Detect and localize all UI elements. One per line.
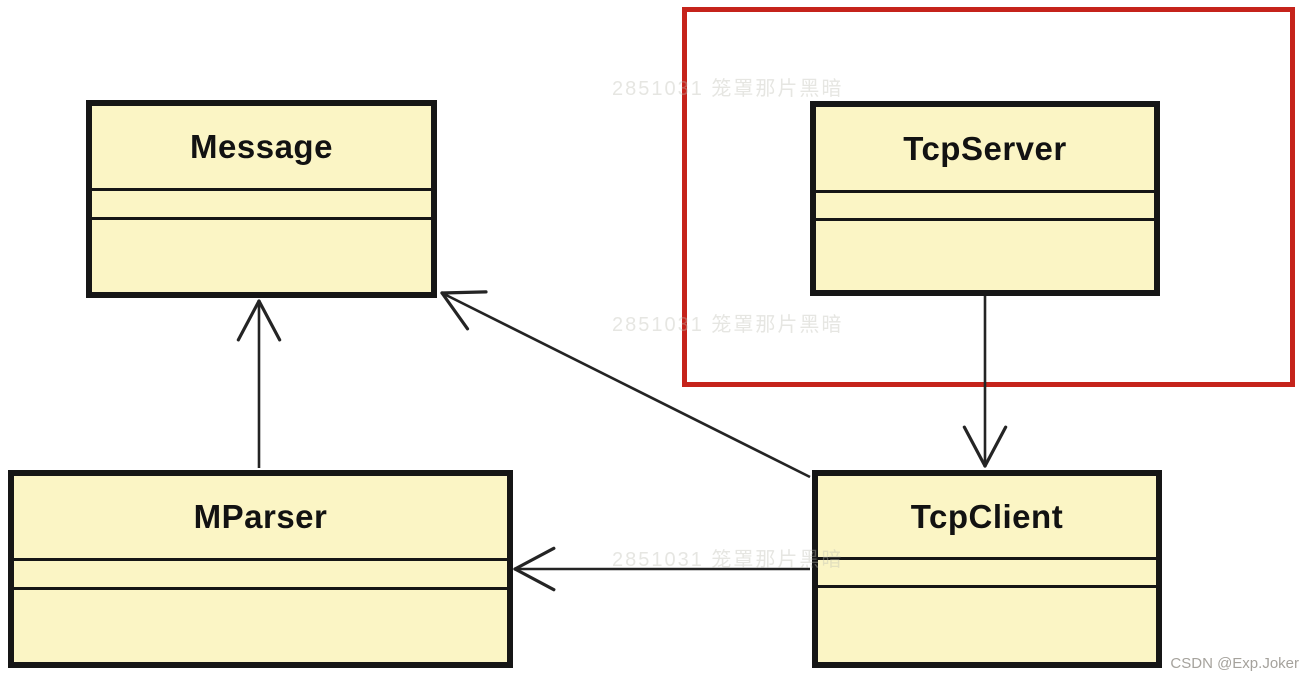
class-name-tcpclient: TcpClient [910,497,1064,535]
operations-compartment [14,590,507,662]
attributes-compartment [818,560,1156,585]
class-box-tcpclient: TcpClient [812,470,1162,668]
operations-compartment [818,588,1156,662]
class-name-mparser: MParser [193,498,328,535]
csdn-watermark: CSDN @Exp.Joker [1170,655,1299,672]
arrowhead-mparser-uses-message [257,299,282,342]
class-box-mparser: MParser [8,470,513,668]
arrowhead-tcpclient-uses-message [440,291,470,331]
class-name-tcpserver: TcpServer [903,129,1067,167]
class-box-tcpserver: TcpServer [810,101,1160,296]
compartment-divider [14,558,507,561]
highlight-rectangle [682,7,1295,387]
class-name-message: Message [190,128,333,165]
compartment-divider [818,557,1156,560]
compartment-divider [816,190,1154,193]
arrowhead-mparser-uses-message [236,299,261,342]
arrowhead-tcpclient-uses-mparser [513,546,556,571]
video-watermark: 2851031 笼罩那片黑暗 [612,549,844,571]
arrowhead-tcpserver-to-tcpclient [962,425,987,468]
arrowhead-tcpclient-uses-mparser [513,567,556,592]
attributes-compartment [816,193,1154,218]
compartment-divider [818,585,1156,588]
operations-compartment [816,221,1154,290]
attributes-compartment [92,191,431,217]
compartment-divider [816,218,1154,221]
compartment-divider [14,587,507,590]
compartment-divider [92,217,431,220]
arrowhead-tcpclient-uses-message [440,290,488,295]
arrowhead-tcpserver-to-tcpclient [983,425,1008,468]
class-box-message: Message [86,100,437,298]
attributes-compartment [14,561,507,587]
operations-compartment [92,220,431,292]
compartment-divider [92,188,431,191]
